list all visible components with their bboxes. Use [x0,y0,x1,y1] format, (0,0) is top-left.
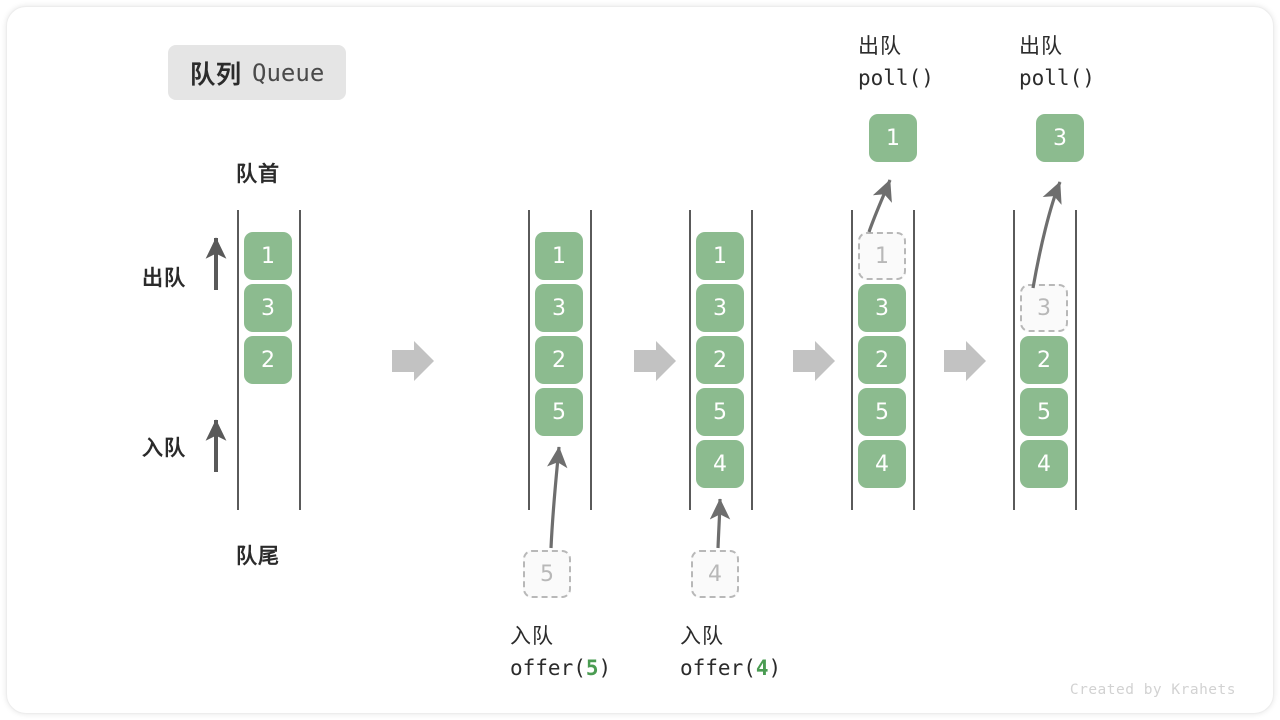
title-chinese: 队列 [190,60,243,89]
offer5-code-suffix: ) [598,656,612,680]
queue-cell: 5 [858,388,906,436]
queue-cell: 2 [858,336,906,384]
title-badge: 队列 Queue [168,45,347,100]
queue-cell: 4 [1020,440,1068,488]
title-english: Queue [252,58,325,87]
queue-cell: 4 [858,440,906,488]
label-dequeue-direction: 出队 [142,267,186,290]
op-caption-poll3-cn: 出队 [1019,35,1063,58]
queue-cell-removed: 1 [858,232,906,280]
offer5-code-prefix: offer( [510,656,586,680]
queue-cell: 3 [696,284,744,332]
offer4-code-suffix: ) [768,656,782,680]
incoming-element-4: 4 [691,550,739,598]
polled-element-3: 3 [1036,114,1084,162]
queue-cell: 5 [696,388,744,436]
queue-cell: 1 [244,232,292,280]
rail-left-stage-3 [689,210,691,510]
queue-cell: 1 [696,232,744,280]
queue-cell: 1 [535,232,583,280]
queue-cell: 2 [244,336,292,384]
rail-left-stage-5 [1013,210,1015,510]
queue-cell: 3 [535,284,583,332]
queue-cell: 2 [1020,336,1068,384]
queue-cell: 2 [535,336,583,384]
rail-left-stage-2 [528,210,530,510]
queue-cell-removed: 3 [1020,284,1068,332]
polled-element-1: 1 [869,114,917,162]
op-caption-poll1-cn: 出队 [858,35,902,58]
op-caption-poll3-code: poll() [1019,66,1095,90]
queue-cell: 2 [696,336,744,384]
offer4-code-prefix: offer( [680,656,756,680]
op-caption-offer5-code: offer(5) [510,656,611,680]
rail-left-stage-4 [851,210,853,510]
queue-cell: 4 [696,440,744,488]
label-queue-tail: 队尾 [236,545,280,568]
diagram-frame [6,6,1274,714]
queue-cell: 3 [858,284,906,332]
op-caption-poll1-code: poll() [858,66,934,90]
op-caption-offer5-cn: 入队 [510,625,554,648]
offer4-code-arg: 4 [755,656,769,680]
label-queue-head: 队首 [236,163,280,186]
incoming-element-5: 5 [523,550,571,598]
rail-right-stage-2 [590,210,592,510]
queue-cell: 5 [1020,388,1068,436]
op-caption-offer4-code: offer(4) [680,656,781,680]
watermark-credit: Created by Krahets [1069,682,1236,698]
rail-right-stage-5 [1075,210,1077,510]
rail-left-stage-1 [237,210,239,510]
op-caption-offer4-cn: 入队 [680,625,724,648]
rail-right-stage-1 [299,210,301,510]
queue-cell: 5 [535,388,583,436]
offer5-code-arg: 5 [585,656,599,680]
queue-cell: 3 [244,284,292,332]
label-enqueue-direction: 入队 [142,437,186,460]
rail-right-stage-3 [751,210,753,510]
rail-right-stage-4 [913,210,915,510]
